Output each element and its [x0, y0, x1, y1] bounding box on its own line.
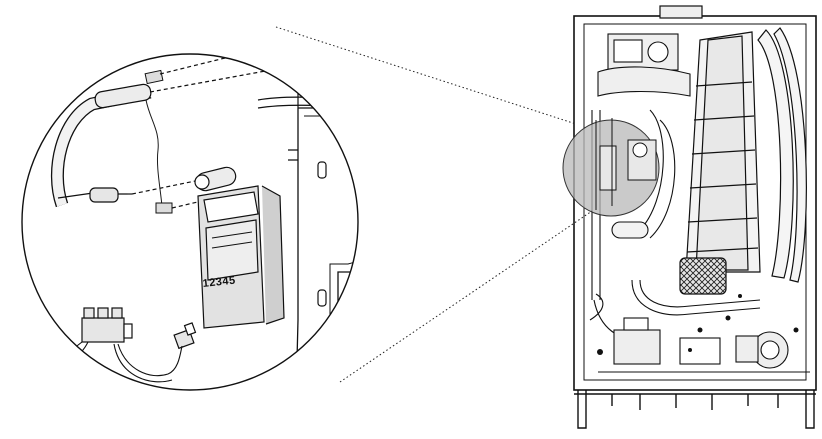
ht-lead — [50, 83, 152, 208]
zoom-connector-lines — [275, 26, 593, 383]
plug-connector — [81, 307, 133, 343]
ignition-transformer — [194, 166, 285, 329]
transformer-terminal-numbers: 12345 — [202, 275, 236, 290]
heat-exchanger — [685, 31, 761, 273]
ignition-electrode — [276, 54, 345, 84]
wire-terminal-clip — [155, 202, 173, 214]
pump-and-valves — [589, 293, 810, 373]
chassis-slots — [317, 161, 327, 307]
fan-assembly — [597, 33, 691, 97]
flue-stub — [659, 5, 703, 19]
magnifier-circle — [21, 53, 359, 391]
earth-connector — [173, 322, 197, 350]
mesh-block — [679, 257, 727, 295]
bottom-detail-dots — [597, 294, 799, 355]
boiler-legs — [574, 390, 816, 429]
electrode-clip — [144, 69, 164, 85]
magnified-view: 12345 — [21, 53, 359, 391]
boiler-unit — [562, 5, 817, 429]
return-tubes — [757, 27, 807, 283]
highlight-zone-detail — [595, 118, 657, 210]
